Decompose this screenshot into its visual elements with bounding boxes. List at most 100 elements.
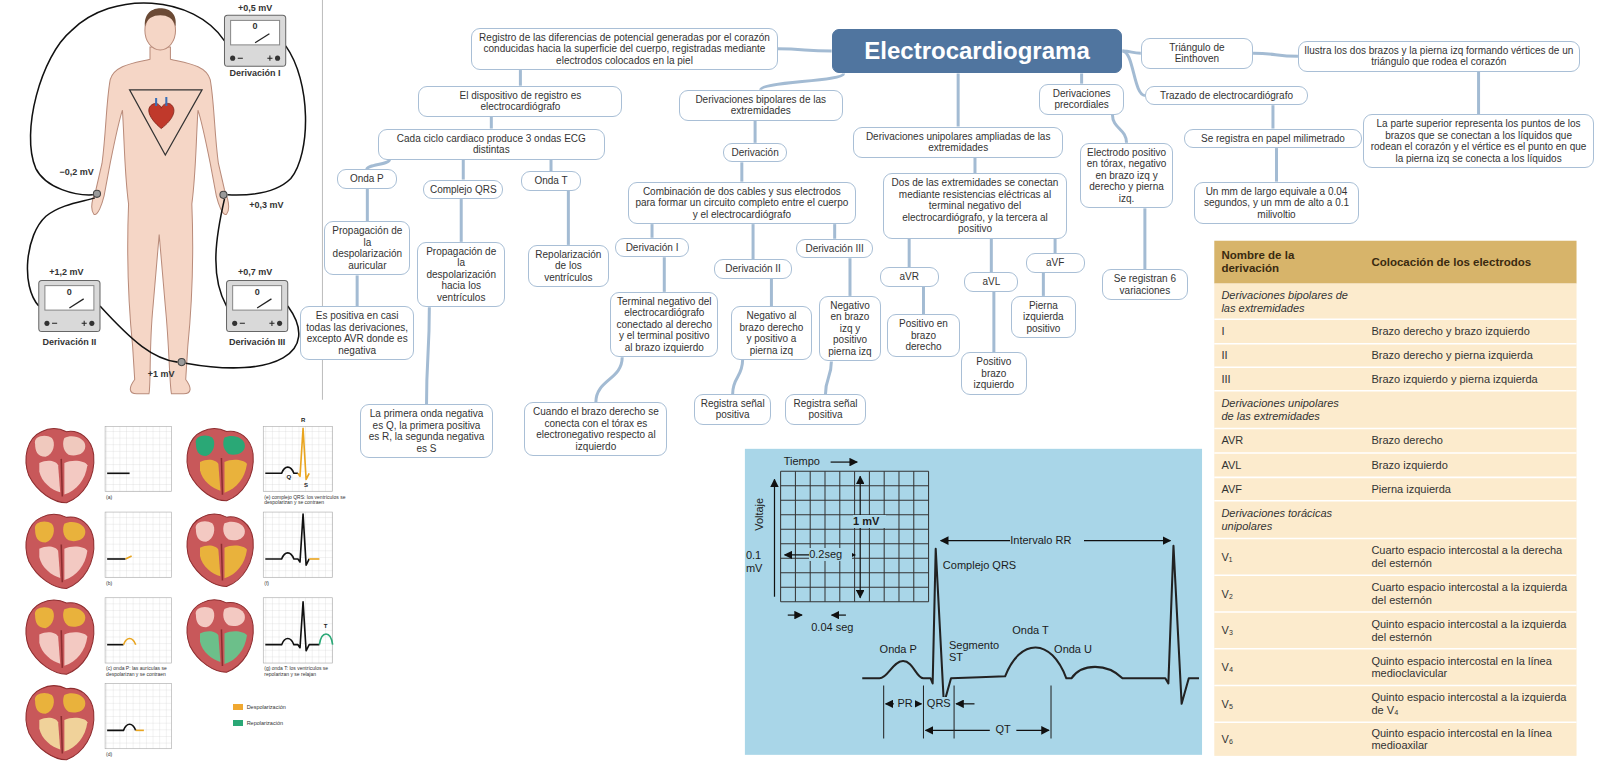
dimension-arrow [860,476,861,597]
concept-box: aVF [1026,253,1085,273]
meter-reading: Derivación I [214,68,296,78]
connector [1253,53,1298,56]
node-text: Electrodo positivo en tórax, negativo en… [1086,147,1168,205]
table-section: Derivaciones bipolares de las extremidad… [1221,284,1349,320]
concept-box: Derivaciones unipolares ampliadas de las… [853,127,1063,158]
node-text: Negativo al brazo derecho y positivo a p… [737,310,807,356]
connector [990,239,993,272]
connector [922,287,925,314]
concept-box: El dispositivo de registro es electrocar… [418,86,622,117]
ecg-annotation: PR [895,697,915,710]
galvanometer [39,281,100,332]
table-header: Nombre de la derivación [1221,241,1323,284]
ecg-grid [781,471,929,602]
concept-box: Cuando el brazo derecho se conecta con e… [524,402,667,456]
connector [754,121,757,143]
connector [596,357,622,402]
connector [1080,73,1083,83]
concept-box: Un mm de largo equivale a 0.04 segundos,… [1194,182,1359,225]
figure-caption: (g) onda T: los ventrículos se repolariz… [264,666,351,677]
connector [733,360,743,394]
concept-box: Onda P [337,169,397,189]
concept-box: Negativo al brazo derecho y positivo a p… [731,306,813,360]
figure-caption: (b) [106,581,167,587]
legend-swatch [233,704,243,710]
meter-reading: +1,2 mV [41,267,92,277]
galvanometer [227,281,288,332]
ecg-strip [107,558,125,560]
dimension-arrow [774,479,775,596]
galvanometer [227,281,288,332]
central-concept: Electrocardiograma [832,29,1123,74]
node-text: Derivación II [720,263,786,275]
concept-box: Pierna izquierda positivo [1011,296,1075,339]
node-text: Derivaciones unipolares ampliadas de las… [859,131,1057,154]
ecg-annotation: Complejo QRS [943,559,1025,572]
connector [366,189,369,222]
figure-caption: (d) [106,752,167,758]
dimension-arrow [886,703,894,704]
meter-reading: +0,5 mV [230,3,281,13]
connector [663,257,666,292]
galvanometer [233,286,282,310]
meter-reading: +0,7 mV [230,267,281,277]
concept-box: Repolarización de los ventrículos [528,245,610,288]
node-text: El dispositivo de registro es electrocar… [424,90,616,113]
meter-reading: Derivación III [214,337,300,347]
table-cell: AVR [1221,429,1354,453]
concept-box: Registra señal positiva [694,394,772,425]
connector [1143,208,1146,269]
ecg-annotation: Segmento ST [949,639,1002,664]
node-text: Positivo brazo izquierdo [967,356,1020,391]
table-cell: AVF [1221,478,1354,501]
ecg-annotation: Tiempo [784,455,829,468]
connector [848,258,851,296]
galvanometer [39,281,100,332]
node-text: Onda P [343,173,391,185]
connector [1042,273,1045,296]
connector [973,158,976,174]
connector [490,117,493,129]
ecg-annotation: Onda P [880,643,925,656]
table-cell: Pierna izquierda [1371,478,1570,501]
lead-wire [27,3,305,368]
node-text: Se registran 6 variaciones [1108,273,1182,296]
ecg-strip [105,512,171,577]
node-text: Complejo QRS [429,184,497,196]
concept-box: Positivo en brazo derecho [887,314,960,357]
ecg-annotation: 0.04 seg [811,621,864,634]
lead-table [1214,241,1576,284]
concept-box: Derivación II [714,259,792,279]
heart-cycle-panel [187,600,253,672]
human-figure [93,190,100,197]
connector [957,73,960,126]
heart-cycle-panel [26,514,94,588]
meter-reading: −0,2 mV [51,167,102,177]
meter-reading: Derivación II [29,337,111,347]
connector [519,70,522,86]
ecg-strip [105,426,333,748]
table-cell: V₄ [1221,649,1354,686]
concept-box: Propagación de la despolarización hacia … [417,242,505,308]
ecg-strip [265,467,298,473]
table-cell: V₂ [1221,576,1354,613]
figure-caption: (c) onda P: las aurículas se despolariza… [106,666,179,677]
node-text: Terminal negativo del electrocardiógrafo… [616,296,712,354]
ecg-strip [107,724,136,730]
concept-box: Terminal negativo del electrocardiógrafo… [610,292,718,358]
node-text: Registra señal positiva [700,398,766,421]
galvanometer [240,321,275,326]
ecg-strip [265,514,309,565]
concept-box: Derivación [723,143,786,163]
table-cell: Cuarto espacio intercostal a la izquierd… [1371,576,1570,613]
ecg-strip [263,512,332,577]
node-text: Un mm de largo equivale a 0.04 segundos,… [1200,186,1353,221]
connector [427,307,430,404]
node-text: Derivación I [621,242,682,254]
concept-box: Dos de las extremidades se conectan medi… [883,173,1068,239]
connector [1054,239,1057,253]
node-text: Triángulo de Einthoven [1147,42,1247,65]
node-text: Cuando el brazo derecho se conecta con e… [530,406,661,452]
node-text: Propagación de la despolarización hacia … [423,246,499,304]
concept-box: Derivaciones bipolares de las extremidad… [679,90,843,121]
